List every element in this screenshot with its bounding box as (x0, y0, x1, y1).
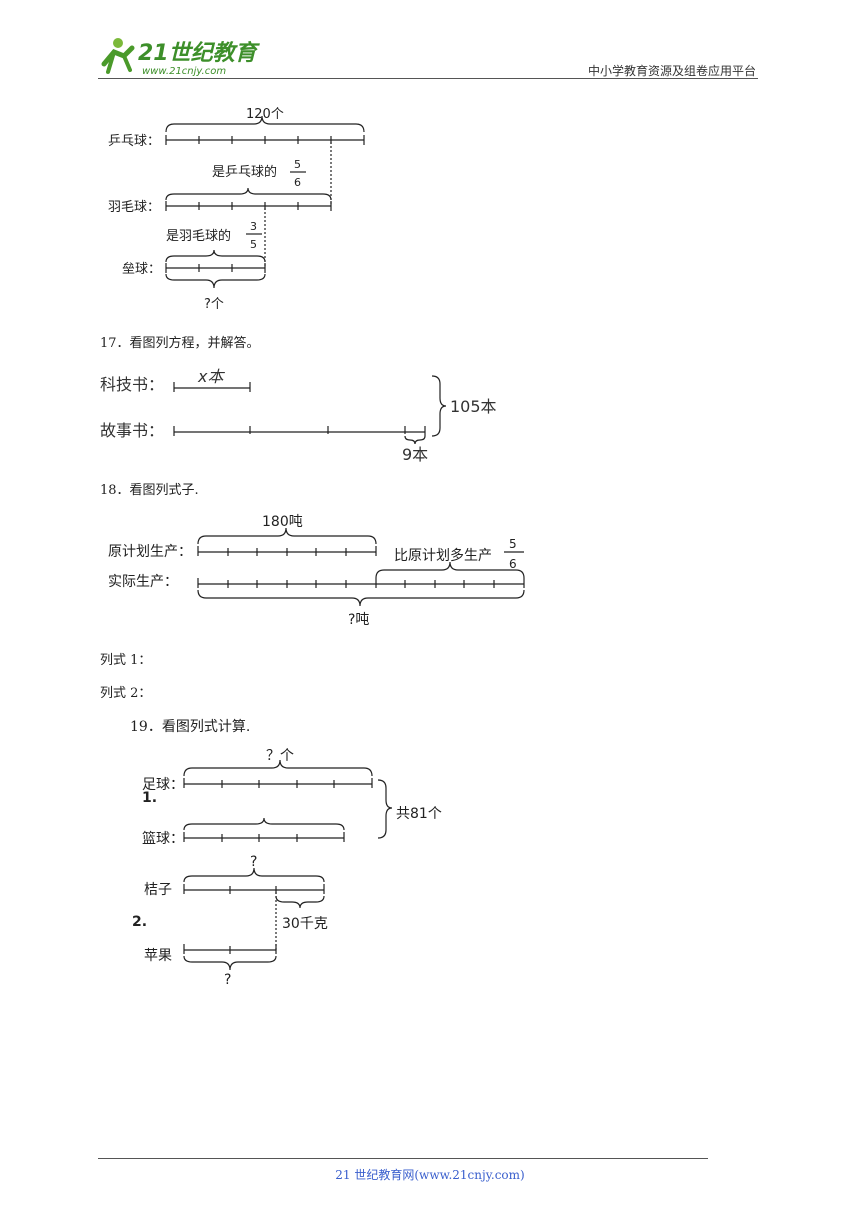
diagram16-row2-label: 羽毛球： (108, 200, 160, 215)
logo-text: 21世纪教育 (138, 40, 261, 66)
q19-part1-row2: 篮球： (142, 831, 184, 847)
q19-part2-diff: 30千克 (282, 916, 328, 932)
diagram16-frac1-den: 6 (294, 176, 301, 189)
diagram16-frac1-num: 5 (294, 158, 301, 171)
q17-total-label: 105本 (450, 397, 497, 416)
header-divider (98, 78, 758, 79)
q17-row2-label: 故事书： (100, 421, 164, 440)
q19-title: 19．看图列式计算. (130, 719, 251, 735)
diagram-16: 120个 乒乓球： 是乒乓球的 5 6 羽毛球： 是羽毛球的 3 5 垒球： ?… (108, 107, 365, 312)
q18-bottom-label: ?吨 (348, 612, 369, 628)
q18-title: 18．看图列式子. (100, 483, 199, 498)
diagram16-note1: 是乒乓球的 (212, 164, 277, 180)
q18-frac-den: 6 (509, 557, 517, 571)
q19-part2-top: ? (250, 854, 257, 870)
q17-row1-label: 科技书： (100, 375, 164, 394)
q18-row1-label: 原计划生产： (108, 544, 192, 560)
q18-top-label: 180吨 (262, 514, 303, 530)
q18-row2-label: 实际生产： (108, 574, 178, 590)
q18-frac-num: 5 (509, 537, 517, 551)
diagram-17: 科技书： x本 故事书： 105本 9本 (100, 367, 497, 464)
diagram16-top-label: 120个 (246, 107, 284, 122)
footer-divider (98, 1158, 708, 1159)
diagram16-row3-label: 垒球： (122, 262, 161, 277)
diagram16-note2: 是羽毛球的 (166, 228, 231, 244)
q19-part2-number: 2. (132, 914, 147, 930)
diagram16-frac2-num: 3 (250, 220, 257, 233)
logo-subtext: www.21cnjy.com (142, 66, 226, 77)
q17-diff-label: 9本 (402, 445, 428, 464)
site-logo: 21世纪教育 www.21cnjy.com (96, 34, 266, 80)
q19-part1-row1: 足球： (142, 777, 184, 793)
footer-link[interactable]: 21 世纪教育网(www.21cnjy.com) (335, 1168, 525, 1182)
q19-part1-top: ？个 (266, 748, 294, 764)
q18-answer-2: 列式 2： (100, 686, 152, 701)
q18-note: 比原计划多生产 (394, 547, 492, 564)
q19-part1-number: 1. (142, 790, 157, 806)
header-platform-text: 中小学教育资源及组卷应用平台 (587, 64, 756, 78)
q19-part2-bottom: ? (224, 972, 231, 988)
runner-icon (101, 38, 135, 74)
diagram-19: 1. 足球： ？个 篮球： 共81个 2. 桔子 ? 30千克 苹果 ? (132, 748, 442, 988)
diagram16-row1-label: 乒乓球： (108, 134, 160, 149)
q17-title: 17．看图列方程，并解答。 (100, 336, 260, 351)
diagram16-bottom-label: ?个 (204, 297, 224, 312)
q19-part1-total: 共81个 (396, 806, 442, 822)
q19-part2-row1: 桔子 (144, 882, 172, 898)
diagram16-frac2-den: 5 (250, 238, 257, 251)
q18-answer-1: 列式 1： (100, 653, 152, 668)
diagram-18: 180吨 原计划生产： 比原计划多生产 5 6 实际生产： ?吨 (108, 514, 525, 628)
q17-x-label: x本 (197, 367, 225, 386)
q19-part2-row2: 苹果 (144, 948, 172, 964)
